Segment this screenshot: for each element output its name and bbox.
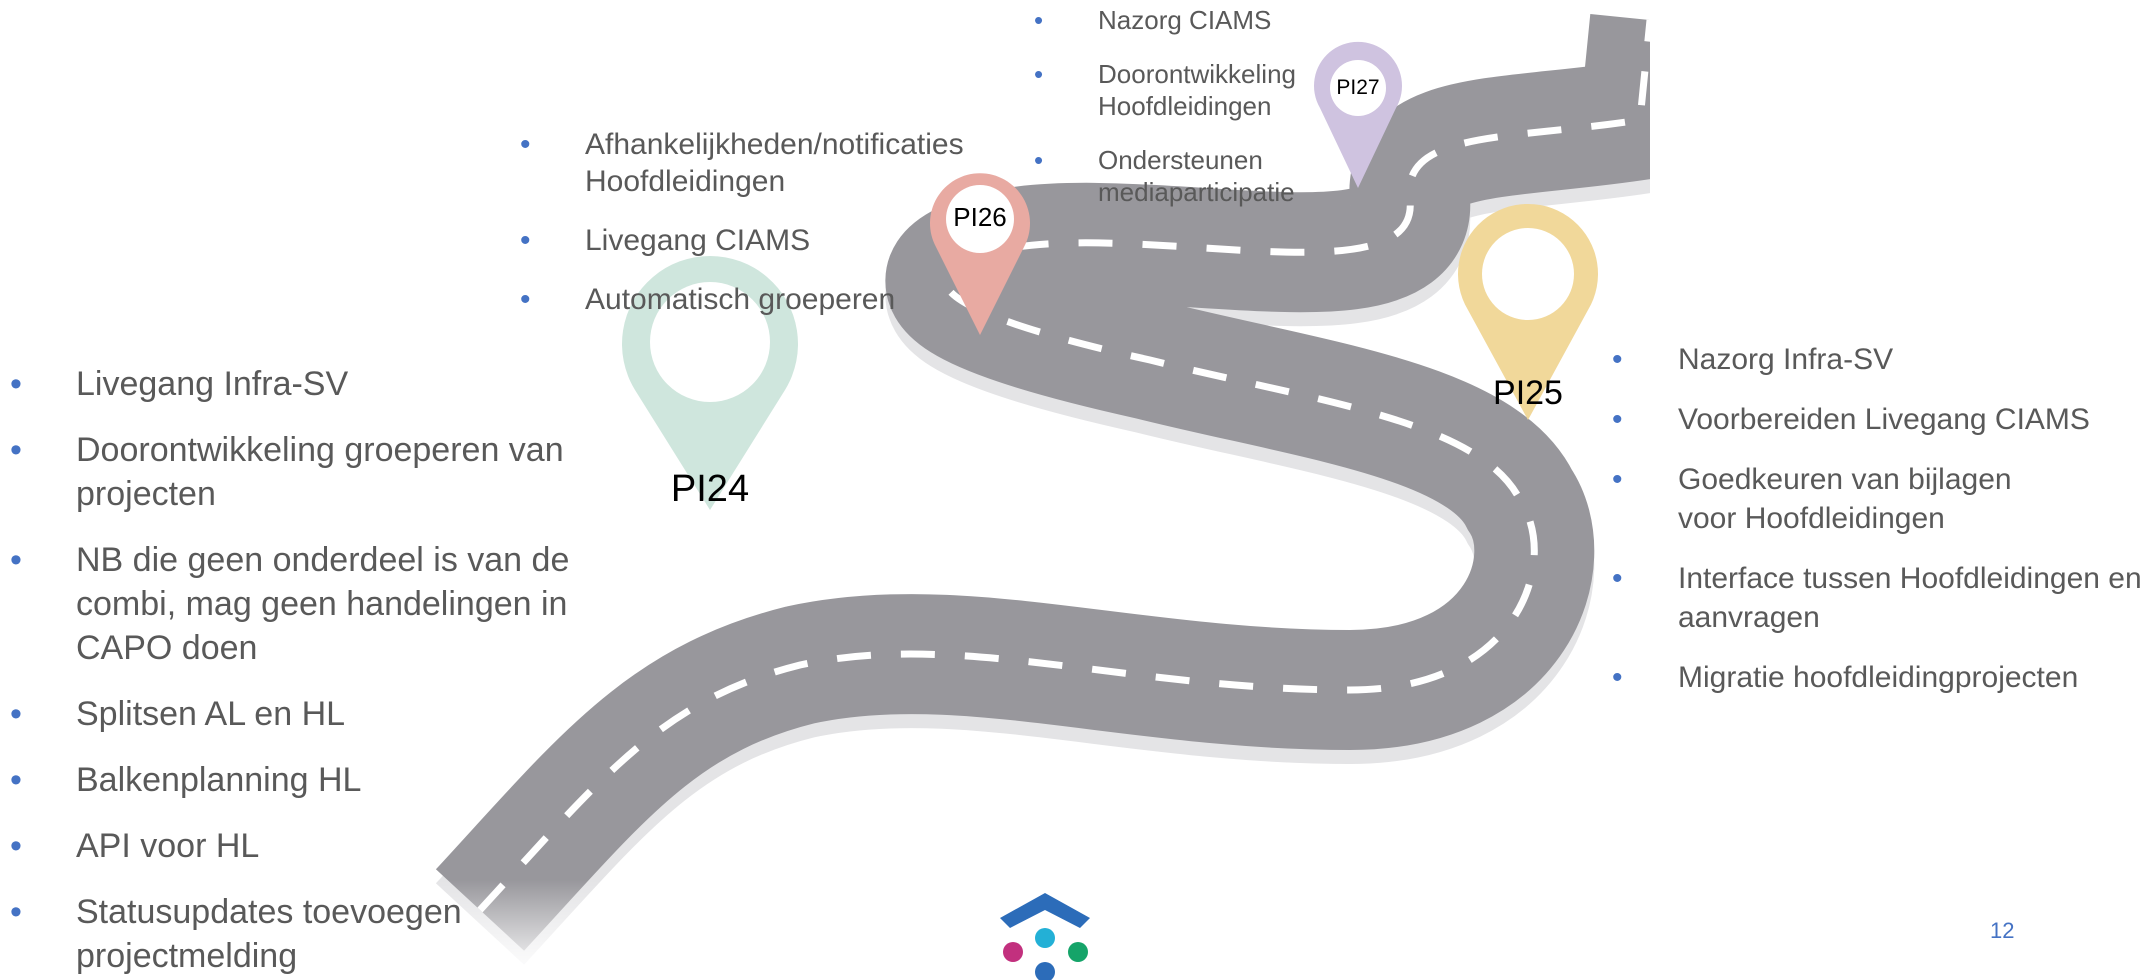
list-item: • Nazorg CIAMS xyxy=(1034,5,1272,35)
bullet-icon: • xyxy=(1612,463,1623,496)
bullet-icon: • xyxy=(10,761,22,799)
bullet-icon: • xyxy=(1034,59,1044,89)
bullet-icon: • xyxy=(10,827,22,865)
list-item: • Voorbereiden Livegang CIAMS xyxy=(1612,400,2142,439)
bullet-icon: • xyxy=(10,695,22,733)
bullet-icon: • xyxy=(1612,562,1623,595)
bullet-icon: • xyxy=(1612,403,1623,436)
list-item: • Livegang CIAMS xyxy=(520,224,811,257)
list-item: • Livegang Infra-SV xyxy=(10,362,630,406)
bullet-icon: • xyxy=(1034,5,1044,35)
pi25-list: • Nazorg Infra-SV • Voorbereiden Livegan… xyxy=(1612,340,2142,697)
pi24-list: • Livegang Infra-SV • Doorontwikkeling g… xyxy=(10,362,630,978)
crop-mask xyxy=(1650,0,2145,980)
bullet-icon: • xyxy=(10,365,22,403)
bullet-icon: • xyxy=(520,224,531,257)
list-item: • Goedkeuren van bijlagen voor Hoofdleid… xyxy=(1612,460,2018,538)
pin-label-pi26: PI26 xyxy=(953,202,1007,232)
list-item: • Migratie hoofdleidingprojecten xyxy=(1612,658,2142,697)
bullet-icon: • xyxy=(1612,343,1623,376)
pin-label-pi24: PI24 xyxy=(670,468,750,510)
bullet-icon: • xyxy=(1034,145,1044,175)
list-item: • Doorontwikkeling Hoofdleidingen xyxy=(1034,59,1296,121)
list-item: • Splitsen AL en HL xyxy=(10,692,630,736)
bullet-icon: • xyxy=(10,893,22,931)
list-item: • Ondersteunen mediaparticipatie xyxy=(1034,145,1295,207)
list-item: • Automatisch groeperen xyxy=(520,283,896,316)
list-item: • Balkenplanning HL xyxy=(10,758,630,802)
pin-label-pi25: PI25 xyxy=(1493,374,1563,412)
pin-pi25 xyxy=(1458,203,1598,420)
list-item: • Statusupdates toevoegen projectmelding xyxy=(10,890,516,978)
bullet-icon: • xyxy=(10,541,22,579)
pin-label-pi27: PI27 xyxy=(1336,76,1380,99)
bullet-icon: • xyxy=(520,283,531,316)
bullet-icon: • xyxy=(1612,661,1623,694)
road xyxy=(435,14,1710,965)
list-item: • Nazorg Infra-SV xyxy=(1612,340,2142,379)
list-item: • API voor HL xyxy=(10,824,630,868)
list-item: • Interface tussen Hoofdleidingen en aan… xyxy=(1612,559,2142,637)
pin-pi24 xyxy=(622,255,798,510)
list-item: • Doorontwikkeling groeperen van project… xyxy=(10,428,630,516)
pi26-list: • Afhankelijkheden/notificaties Hoofdlei… xyxy=(520,126,1020,318)
list-item: • NB die geen onderdeel is van de combi,… xyxy=(10,538,630,670)
pin-pi26 xyxy=(930,173,1030,335)
bullet-icon: • xyxy=(10,431,22,469)
pin-pi27 xyxy=(1314,41,1402,188)
pi27-list: • Nazorg CIAMS • Doorontwikkeling Hoofdl… xyxy=(1034,4,1324,208)
bullet-icon: • xyxy=(520,128,531,161)
bottom-fade xyxy=(0,880,1650,980)
organisation-logo xyxy=(1000,893,1090,980)
slide-number: 12 xyxy=(1990,918,2015,943)
list-item: • Afhankelijkheden/notificaties Hoofdlei… xyxy=(520,128,964,198)
